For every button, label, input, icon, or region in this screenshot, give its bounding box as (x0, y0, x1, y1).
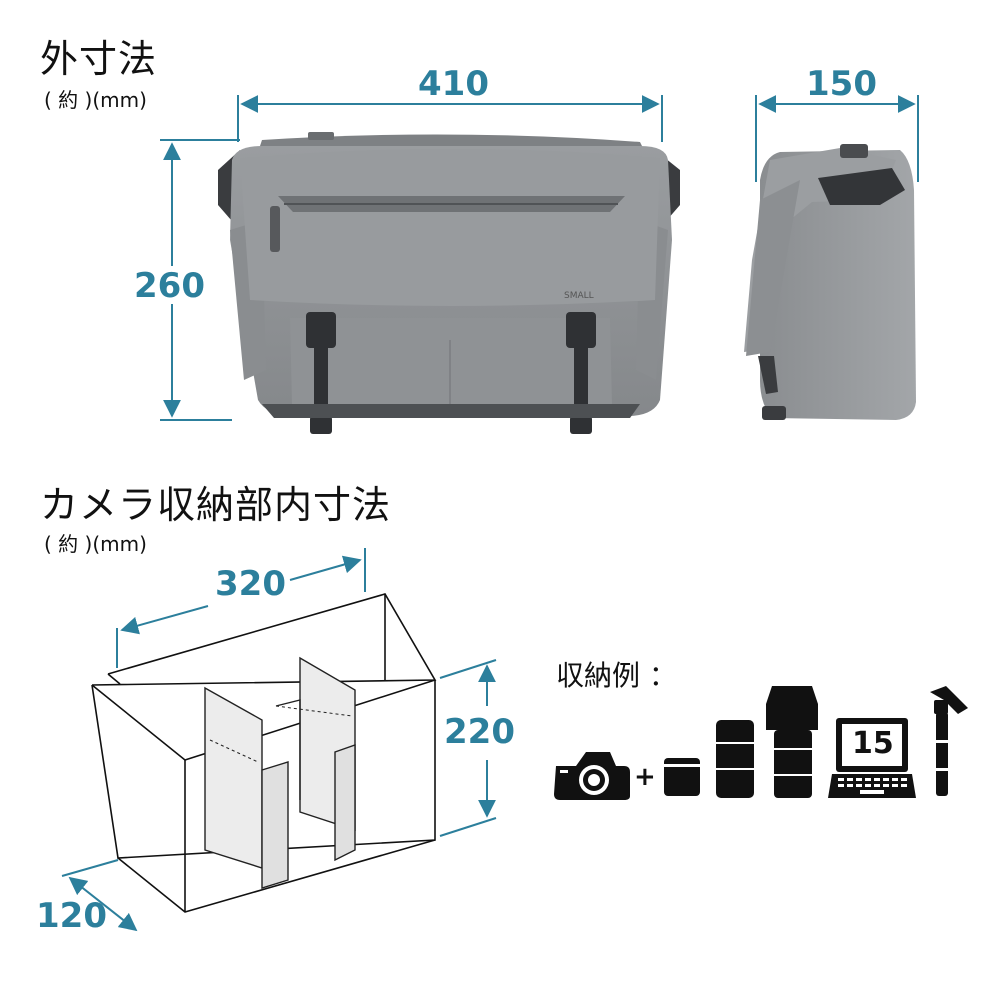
outer-dimensions-title: 外寸法 (40, 37, 158, 81)
tripod-icon (930, 686, 968, 796)
outer-height-label: 260 (134, 266, 205, 306)
brand-logo: SMALL (564, 291, 594, 301)
zoom-lens-icon (714, 720, 756, 798)
plus-sign: + (634, 762, 656, 792)
inner-width-label: 320 (215, 564, 286, 604)
inner-dimension-lines (61, 548, 497, 932)
inner-unit-note: ( 約 )(mm) (44, 532, 147, 556)
laptop-icon (828, 718, 916, 798)
outer-dimension-lines (160, 95, 919, 421)
inner-height-label: 220 (444, 712, 515, 752)
bag-side-view (744, 144, 916, 420)
outer-unit-note: ( 約 )(mm) (44, 88, 147, 112)
inner-depth-label: 120 (36, 896, 107, 936)
outer-width-label: 410 (418, 64, 489, 104)
bag-front-view: SMALL (218, 132, 680, 434)
storage-example-label: 収納例 ： (556, 659, 677, 692)
telephoto-lens-icon (766, 686, 818, 798)
camera-dividers (204, 656, 356, 889)
short-lens-icon (662, 758, 702, 796)
outer-depth-label: 150 (806, 64, 877, 104)
camera-body-icon (554, 752, 630, 800)
inner-dimensions-title: カメラ収納部内寸法 (40, 483, 392, 527)
laptop-size-label: 15 (852, 726, 894, 761)
